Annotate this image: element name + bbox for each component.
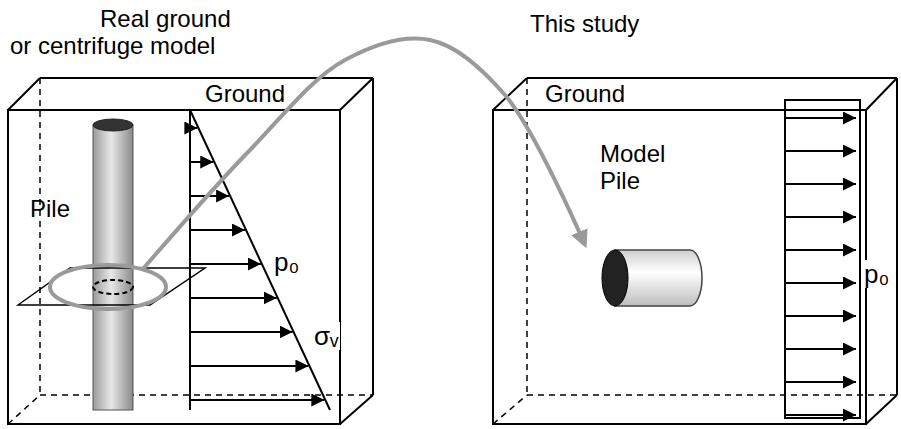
stress-arrow	[190, 263, 261, 265]
panel-title: Real ground or centrifuge model	[10, 5, 250, 59]
part-label: Model Pile	[600, 140, 690, 194]
pressure-arrow	[785, 117, 856, 119]
ground-box	[493, 78, 897, 424]
focus-ring	[50, 265, 166, 309]
transfer-arrow	[142, 39, 585, 270]
stress-triangle	[190, 110, 330, 410]
region-label: Ground	[545, 80, 625, 107]
stress-arrow	[190, 365, 308, 367]
pressure-arrow	[785, 216, 856, 218]
stress-symbol: σᵥ	[312, 322, 340, 350]
ground-region: This studyGroundModel Pile	[485, 5, 890, 425]
pressure-arrow	[785, 381, 856, 383]
pressure-arrow	[785, 150, 856, 152]
pressure-arrow	[785, 282, 856, 284]
stress-arrow	[190, 331, 293, 333]
model-pile-node: Model Pile	[585, 140, 695, 320]
model-pile	[602, 250, 702, 306]
pressure-symbol: p₀	[862, 260, 891, 288]
uniform-pressure	[785, 100, 860, 418]
ground-region: Real ground or centrifuge modelGroundPil…	[8, 5, 353, 425]
pressure-arrow	[785, 315, 856, 317]
slice-plane	[18, 268, 205, 305]
stress-arrow	[190, 297, 277, 299]
stress-arrow	[190, 399, 324, 401]
pressure-symbol: p₀	[272, 248, 301, 276]
ground-box	[8, 78, 373, 424]
part-label: Pile	[30, 195, 70, 222]
pile-section	[93, 280, 133, 294]
pressure-arrow	[785, 183, 856, 185]
region-label: Ground	[205, 80, 285, 107]
pressure-arrow	[785, 414, 856, 416]
panel-title: This study	[530, 10, 639, 37]
pile-node: Pile	[22, 120, 142, 415]
stress-arrow	[190, 229, 245, 231]
pressure-arrow	[785, 348, 856, 350]
stress-arrow	[190, 127, 197, 129]
pressure-arrow	[785, 249, 856, 251]
stress-arrow	[190, 161, 213, 163]
